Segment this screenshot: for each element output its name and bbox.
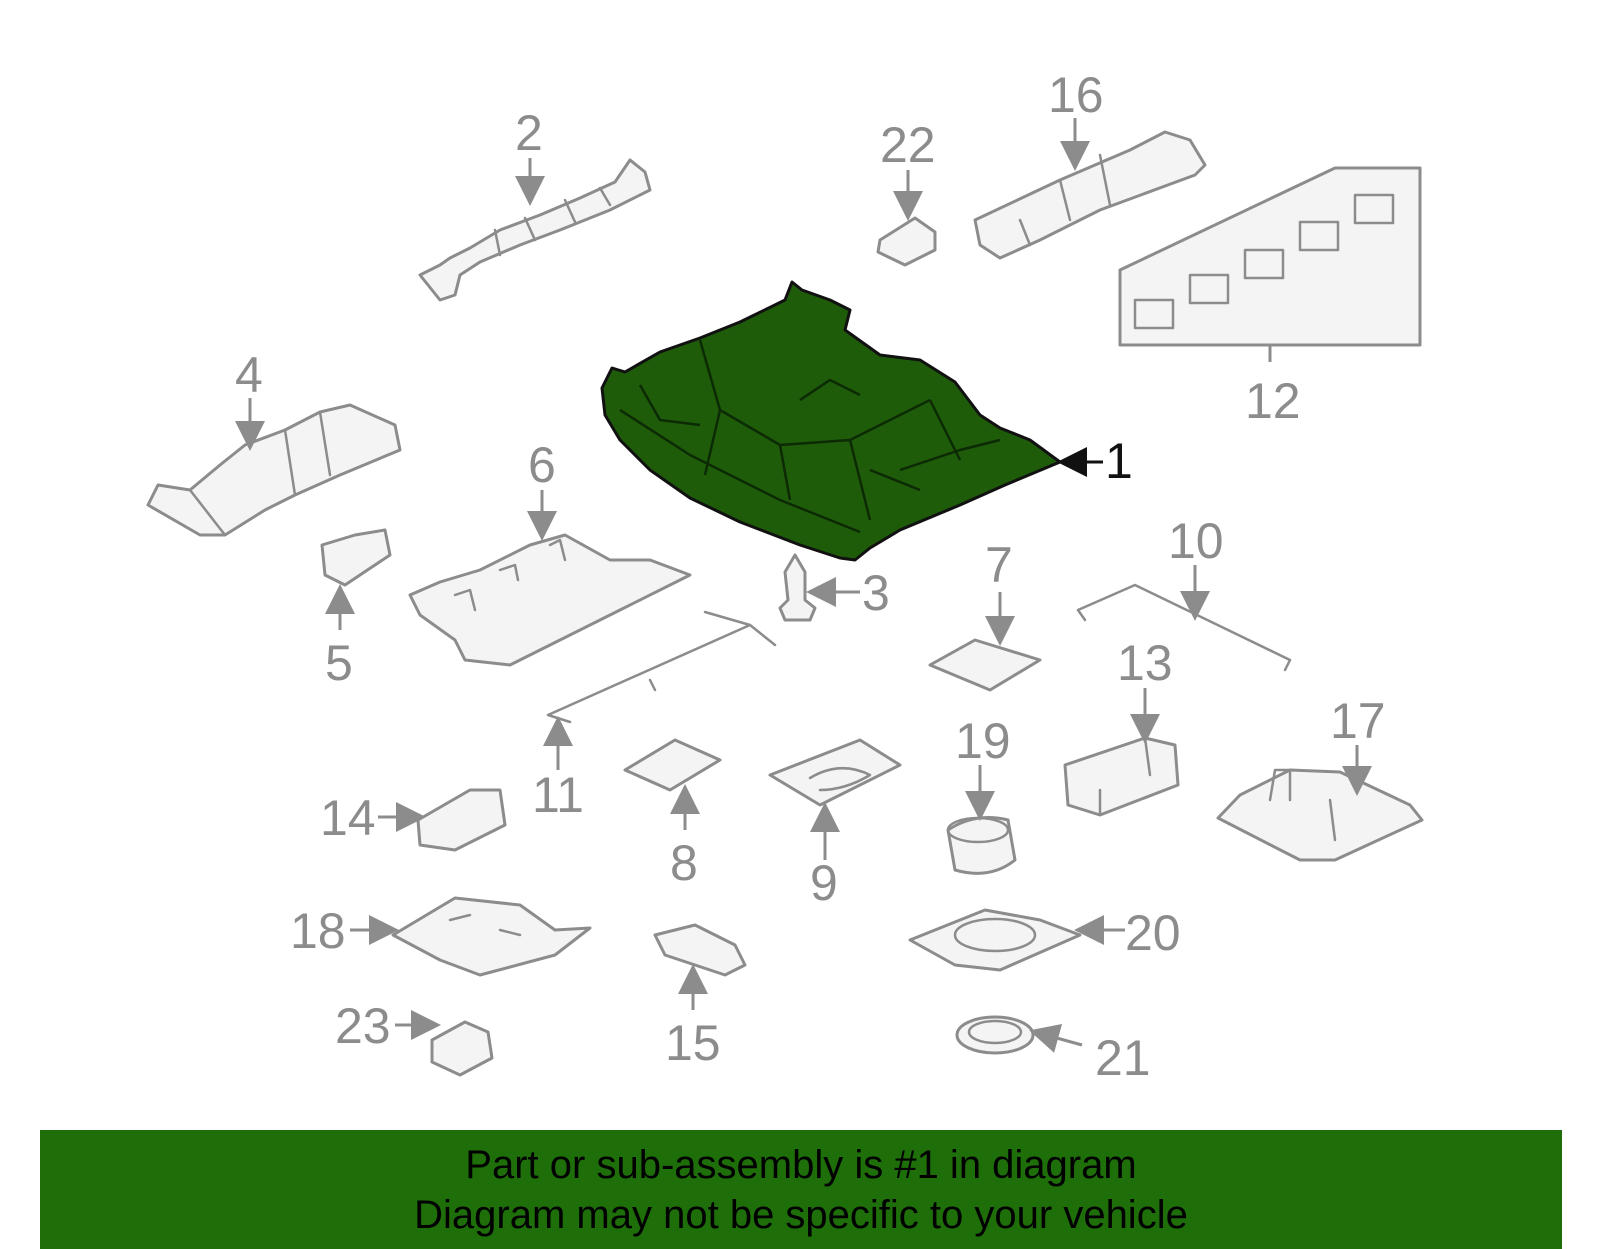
- callout-12: 12: [1245, 373, 1301, 429]
- leader-lines: [235, 118, 1372, 1053]
- callout-4: 4: [235, 347, 263, 403]
- callout-8: 8: [670, 835, 698, 891]
- part-21-ring[interactable]: [955, 1015, 1035, 1055]
- callout-9: 9: [810, 855, 838, 911]
- callout-21: 21: [1095, 1030, 1151, 1086]
- callout-14: 14: [320, 790, 376, 846]
- callout-11: 11: [532, 767, 584, 823]
- callout-23: 23: [335, 998, 391, 1054]
- part-7-board[interactable]: [928, 638, 1042, 692]
- callout-7: 7: [985, 537, 1013, 593]
- part-20-bezel[interactable]: [908, 908, 1082, 972]
- callout-17: 17: [1330, 693, 1386, 749]
- callout-1: 1: [1105, 433, 1133, 489]
- callout-19: 19: [955, 713, 1011, 769]
- callout-3: 3: [862, 565, 890, 621]
- callout-6: 6: [528, 437, 556, 493]
- part-2-bracket[interactable]: [418, 158, 652, 302]
- part-15-bracket[interactable]: [653, 923, 747, 977]
- callout-13: 13: [1117, 635, 1173, 691]
- part-12-switch-group[interactable]: [1118, 166, 1422, 347]
- part-13-switch[interactable]: [1063, 736, 1180, 817]
- part-8-board[interactable]: [623, 738, 722, 792]
- callout-20: 20: [1125, 905, 1181, 961]
- callout-22: 22: [880, 117, 936, 173]
- part-14-switch[interactable]: [416, 788, 507, 852]
- part-6-circuit-board[interactable]: [408, 533, 692, 667]
- part-10-wire[interactable]: [1076, 583, 1292, 672]
- part-5-clip[interactable]: [320, 528, 392, 587]
- part-18-lamp-lens[interactable]: [391, 896, 592, 977]
- part-3-stud[interactable]: [778, 553, 817, 622]
- part-4-trim-panel[interactable]: [146, 403, 402, 537]
- callout-15: 15: [665, 1015, 721, 1071]
- callout-2: 2: [515, 105, 543, 161]
- callout-5: 5: [325, 635, 353, 691]
- banner-line-2: Diagram may not be specific to your vehi…: [414, 1193, 1188, 1237]
- callout-16: 16: [1048, 67, 1104, 123]
- callout-18: 18: [290, 903, 346, 959]
- callout-10: 10: [1168, 513, 1224, 569]
- part-17-lamp-base[interactable]: [1216, 768, 1424, 862]
- banner-line-1: Part or sub-assembly is #1 in diagram: [465, 1143, 1137, 1187]
- part-1-console-housing[interactable]: [600, 280, 1062, 562]
- part-19-bulb-socket[interactable]: [946, 816, 1017, 875]
- part-9-plate[interactable]: [768, 738, 902, 807]
- part-16-lamp-housing[interactable]: [973, 130, 1207, 260]
- info-banner: Part or sub-assembly is #1 in diagram Di…: [40, 1130, 1562, 1249]
- part-22-bulb[interactable]: [876, 216, 937, 267]
- part-23-bulb[interactable]: [430, 1020, 494, 1077]
- parts-diagram: 1 2 3 4 5 6 7 8 9 10 11 12 13 14 15 16 1…: [146, 67, 1424, 1086]
